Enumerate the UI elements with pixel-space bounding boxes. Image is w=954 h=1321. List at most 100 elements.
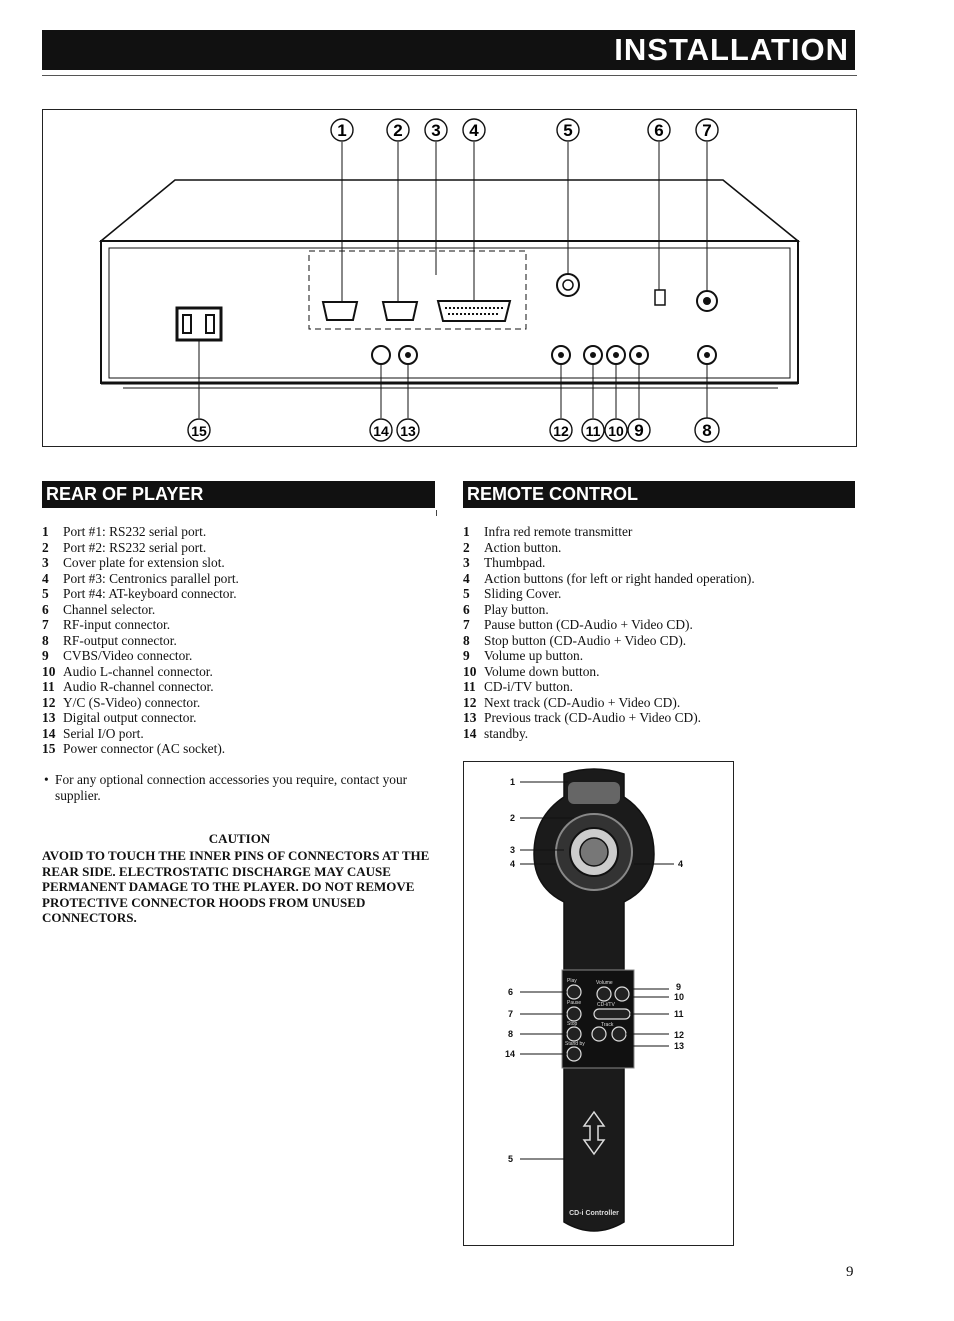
track-label: Track [601, 1022, 614, 1028]
list-item: 10 Audio L-channel connector. [42, 664, 432, 680]
callout-10: 10 [608, 423, 624, 439]
rear-panel-diagram: 1 2 3 4 5 6 7 15 14 13 12 11 10 9 8 [42, 109, 857, 447]
remote-illustration: Play Pause Stop Stand by Volume CD-i/TV … [505, 768, 684, 1232]
title-banner: INSTALLATION [42, 30, 855, 70]
item-text: Audio R-channel connector. [63, 679, 214, 694]
rear-of-player-heading: REAR OF PLAYER [42, 481, 435, 508]
callout-5: 5 [563, 121, 572, 140]
column-separator [436, 510, 437, 516]
item-number: 9 [463, 648, 470, 663]
remote-label-13: 13 [674, 1041, 684, 1051]
item-text: Serial I/O port. [63, 725, 144, 741]
item-number: 10 [463, 663, 477, 679]
standby-button-label: Stand by [565, 1041, 585, 1047]
item-number: 11 [42, 679, 55, 694]
item-number: 2 [42, 539, 49, 555]
item-text: Previous track (CD-Audio + Video CD). [484, 710, 702, 725]
item-number: 12 [42, 694, 56, 710]
item-number: 1 [42, 524, 49, 539]
list-item: 12 Y/C (S-Video) connector. [42, 695, 432, 711]
list-item: 6 Channel selector. [42, 602, 432, 618]
list-item: 14 standby. [463, 726, 853, 742]
item-text: Y/C (S-Video) connector. [63, 694, 201, 710]
item-text: Infra red remote transmitter [484, 524, 633, 539]
item-text: Pause button (CD-Audio + Video CD). [484, 617, 693, 632]
remote-label-6: 6 [508, 987, 513, 997]
bullet-icon: • [44, 772, 49, 787]
item-number: 15 [42, 741, 56, 756]
item-text: Action buttons (for left or right handed… [484, 570, 755, 586]
item-number: 4 [463, 570, 470, 586]
item-number: 13 [463, 710, 477, 725]
list-item: 13 Previous track (CD-Audio + Video CD). [463, 710, 853, 726]
callout-13: 13 [400, 423, 416, 439]
volume-label: Volume [596, 980, 613, 986]
item-number: 8 [463, 632, 470, 648]
item-text: Next track (CD-Audio + Video CD). [484, 694, 681, 710]
caution-text: AVOID TO TOUCH THE INNER PINS OF CONNECT… [42, 848, 430, 925]
item-text: Channel selector. [63, 601, 156, 617]
item-number: 6 [42, 601, 49, 617]
item-text: Play button. [484, 601, 549, 617]
item-text: Action button. [484, 539, 562, 555]
list-item: 4 Action buttons (for left or right hande… [463, 571, 853, 587]
stop-button-label: Stop [567, 1021, 578, 1027]
remote-label-9: 9 [676, 982, 681, 992]
item-text: Power connector (AC socket). [63, 741, 226, 756]
list-item: 11 Audio R-channel connector. [42, 679, 432, 695]
callout-12: 12 [553, 423, 569, 439]
item-number: 10 [42, 663, 56, 679]
item-number: 3 [463, 555, 470, 570]
callout-15: 15 [191, 423, 207, 439]
item-text: RF-output connector. [63, 632, 177, 648]
item-number: 1 [463, 524, 470, 539]
remote-label-3: 3 [510, 845, 515, 855]
remote-label-2: 2 [510, 813, 515, 823]
item-number: 5 [463, 586, 470, 601]
remote-label-8: 8 [508, 1029, 513, 1039]
remote-label-7: 7 [508, 1009, 513, 1019]
item-text: Port #3: Centronics parallel port. [63, 570, 239, 586]
callout-8: 8 [702, 421, 711, 440]
item-text: Port #4: AT-keyboard connector. [63, 586, 237, 601]
item-text: Audio L-channel connector. [63, 663, 213, 679]
callout-9: 9 [634, 421, 643, 440]
item-text: Volume up button. [484, 648, 584, 663]
list-item: 7 Pause button (CD-Audio + Video CD). [463, 617, 853, 633]
accessories-note: • For any optional connection accessorie… [44, 772, 434, 803]
callout-2: 2 [393, 121, 402, 140]
brand-label: CD-i Controller [569, 1210, 619, 1217]
item-text: Cover plate for extension slot. [63, 555, 225, 570]
list-item: 9 Volume up button. [463, 648, 853, 664]
item-text: Port #1: RS232 serial port. [63, 524, 207, 539]
item-number: 7 [42, 617, 49, 632]
item-number: 7 [463, 617, 470, 632]
item-number: 9 [42, 648, 49, 663]
list-item: 9 CVBS/Video connector. [42, 648, 432, 664]
list-item: 8 RF-output connector. [42, 633, 432, 649]
remote-label-5: 5 [508, 1154, 513, 1164]
callout-14: 14 [373, 423, 389, 439]
list-item: 3 Thumbpad. [463, 555, 853, 571]
cditv-label: CD-i/TV [597, 1002, 615, 1008]
item-number: 14 [463, 725, 477, 741]
item-number: 8 [42, 632, 49, 648]
item-text: standby. [484, 725, 529, 741]
item-text: Thumbpad. [484, 555, 546, 570]
play-button-label: Play [567, 978, 577, 984]
caution-title: CAUTION [208, 831, 271, 846]
item-text: CVBS/Video connector. [63, 648, 193, 663]
